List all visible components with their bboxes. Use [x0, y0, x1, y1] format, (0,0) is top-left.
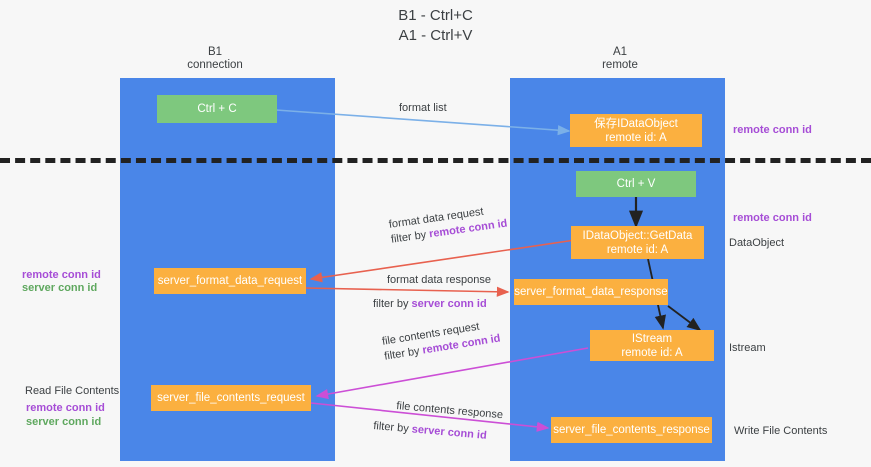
edge-label-format-list: format list [399, 101, 447, 116]
node-server-file-contents-response[interactable]: server_file_contents_response [551, 417, 712, 443]
connector-format-data-request [309, 239, 576, 283]
node-server-format-data-response[interactable]: server_format_data_response [514, 279, 668, 305]
node-ctrl-c-label: Ctrl + C [197, 103, 237, 115]
annotation-right-dataobject: DataObject [729, 237, 785, 249]
connector-file-contents-response [310, 402, 550, 432]
phase-separator [0, 158, 871, 163]
node-server-file-contents-response-label: server_file_contents_response [553, 424, 710, 436]
node-ctrl-c[interactable]: Ctrl + C [157, 95, 277, 123]
node-idataobject-getdata[interactable]: IDataObject::GetData remote id: A [571, 226, 704, 259]
annotation-right-istream: Istream [729, 342, 766, 354]
node-save-idataobject-line1: 保存IDataObject [594, 117, 678, 130]
column-header-a1: A1 remote [550, 46, 690, 72]
annotation-right-remote-conn-id-top: remote conn id [733, 124, 812, 136]
node-istream-line2: remote id: A [621, 346, 683, 359]
node-istream-line1: IStream [631, 332, 673, 345]
node-istream[interactable]: IStream remote id: A [590, 330, 714, 361]
node-server-format-data-request-label: server_format_data_request [157, 275, 303, 287]
filter-prefix-4: filter by [372, 419, 413, 436]
column-header-b1: B1 connection [145, 46, 285, 72]
filter-key-server-conn-id: server conn id [411, 298, 487, 310]
annotation-left-remote-conn-id: remote conn id [22, 269, 101, 281]
column-header-a1-sub: remote [602, 59, 638, 71]
connector-format-list [275, 109, 571, 136]
edge-label-format-list-text: format list [399, 102, 447, 114]
edge-label-format-data-response-text: format data response [387, 274, 491, 286]
node-getdata-line2: remote id: A [606, 243, 669, 256]
column-header-b1-name: B1 [207, 46, 223, 58]
node-ctrl-v[interactable]: Ctrl + V [576, 171, 696, 197]
column-header-b1-sub: connection [187, 59, 243, 71]
edge-label-format-data-response-filter: filter by server conn id [373, 297, 487, 312]
connector-format-data-response [304, 286, 510, 297]
node-ctrl-v-label: Ctrl + V [616, 178, 656, 190]
diagram-title: B1 - Ctrl+C A1 - Ctrl+V [0, 6, 871, 46]
title-line-2: A1 - Ctrl+V [398, 27, 473, 44]
annotation-left-server-conn-id-2: server conn id [26, 416, 102, 428]
filter-prefix-2: filter by [373, 298, 412, 310]
connector-response-to-istream [667, 305, 702, 332]
connector-file-contents-request [315, 347, 589, 400]
node-getdata-line1: IDataObject::GetData [582, 229, 693, 242]
annotation-left-remote-conn-id-2: remote conn id [26, 402, 105, 414]
node-server-format-data-response-label: server_format_data_response [514, 286, 668, 298]
annotation-right-remote-conn-id-mid: remote conn id [733, 212, 812, 224]
node-server-file-contents-request-label: server_file_contents_request [157, 392, 305, 404]
node-server-format-data-request[interactable]: server_format_data_request [154, 268, 306, 294]
node-save-idataobject[interactable]: 保存IDataObject remote id: A [570, 114, 702, 147]
edge-label-format-data-response: format data response [387, 273, 491, 288]
annotation-left-read-file-contents: Read File Contents [25, 385, 120, 397]
filter-prefix: filter by [390, 228, 431, 246]
annotation-right-write-file-contents: Write File Contents [734, 425, 828, 437]
column-header-a1-name: A1 [612, 46, 628, 58]
node-save-idataobject-line2: remote id: A [605, 131, 667, 144]
annotation-left-server-conn-id: server conn id [22, 282, 98, 294]
node-server-file-contents-request[interactable]: server_file_contents_request [151, 385, 311, 411]
title-line-1: B1 - Ctrl+C [398, 7, 473, 24]
